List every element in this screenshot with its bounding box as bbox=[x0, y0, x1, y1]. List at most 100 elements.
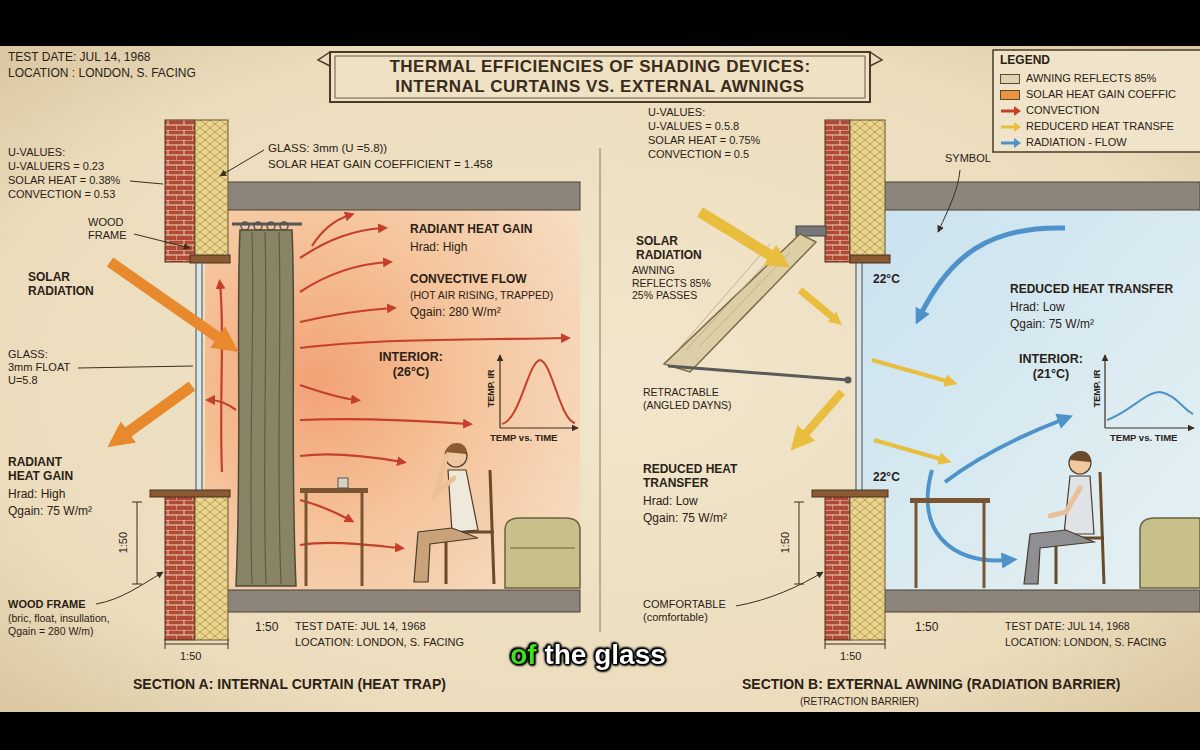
q-gain-value: Qgain: 75 W/m² bbox=[8, 504, 92, 518]
armchair bbox=[505, 518, 580, 588]
chair bbox=[1050, 472, 1104, 584]
legend-text: REDUCERD HEAT TRANSFE bbox=[1026, 120, 1174, 133]
test-date: TEST DATE: JUL 14, 1968 bbox=[1005, 620, 1130, 633]
letterbox-bar bbox=[0, 0, 1200, 46]
person-legs bbox=[1024, 530, 1094, 584]
axis-label: TEMP. IR bbox=[1092, 369, 1103, 407]
window-head bbox=[850, 255, 890, 263]
convection-arrow bbox=[220, 284, 222, 472]
legend-arrow-head bbox=[1014, 138, 1021, 148]
transfer-arrow bbox=[874, 440, 944, 460]
temperature-curve bbox=[1107, 392, 1193, 420]
letterbox-bar bbox=[0, 712, 1200, 750]
floor-slab bbox=[205, 590, 580, 612]
legend-arrow-head bbox=[1014, 106, 1021, 116]
legend-row: REDUCERD HEAT TRANSFE bbox=[1000, 120, 1196, 134]
part-note: (bric, float, insullation, Qgain = 280 W… bbox=[8, 612, 126, 637]
person-arm bbox=[1050, 488, 1080, 516]
legend-heading: LEGEND bbox=[1000, 53, 1050, 67]
u-values-heading: U-VALUES: bbox=[8, 146, 65, 159]
glass-pane bbox=[196, 263, 202, 490]
heat-transfer-label: REDUCED HEAT TRANSFER bbox=[643, 462, 753, 491]
title-banner-inner bbox=[335, 56, 865, 98]
table-leg bbox=[916, 503, 984, 588]
insulation bbox=[195, 495, 228, 640]
part-label: WOOD FRAME bbox=[88, 216, 136, 242]
radiation-label: SOLAR RADIATION bbox=[636, 234, 722, 263]
shgc-value: SOLAR HEAT GAIN COEFFICIENT = 1.458 bbox=[268, 158, 493, 172]
subtitle-caption: of the glass bbox=[506, 638, 670, 672]
ceiling-slab bbox=[862, 182, 1200, 210]
table-top bbox=[300, 488, 368, 493]
legend-text: RADIATION - FLOW bbox=[1026, 136, 1127, 149]
scale-label: 1:50 bbox=[915, 620, 938, 634]
legend-swatch bbox=[1000, 90, 1020, 100]
radiant-arrow bbox=[120, 386, 192, 438]
u-value: U-VALUES = 0.5.8 bbox=[648, 120, 739, 133]
symbol-label: SYMBOL bbox=[945, 152, 991, 165]
part-label: RETRACTABLE (ANGLED DAYNS) bbox=[643, 386, 743, 411]
leader-line bbox=[130, 181, 163, 184]
table-top bbox=[910, 498, 990, 503]
convection-arrow bbox=[312, 215, 350, 246]
ceiling-slab bbox=[205, 182, 580, 210]
q-gain-value: Qgain: 280 W/m² bbox=[410, 305, 501, 319]
armchair-cushion bbox=[510, 548, 575, 549]
person-head bbox=[1069, 452, 1091, 474]
convection-arrow bbox=[300, 338, 566, 348]
person-hair bbox=[1070, 451, 1091, 462]
legend-arrow bbox=[1000, 105, 1022, 117]
radiation-label: SOLAR RADIATION bbox=[28, 270, 114, 299]
convection-arrow bbox=[300, 454, 402, 462]
window-sill bbox=[150, 490, 230, 497]
flow-note: (HOT AIR RISING, TRAPPED) bbox=[410, 289, 553, 302]
title-banner bbox=[330, 52, 870, 102]
u-value: U-VALUERS = 0.23 bbox=[8, 160, 104, 173]
section-title: SECTION A: INTERNAL CURTAIN (HEAT TRAP) bbox=[133, 676, 446, 693]
scale-label: 1:50 bbox=[255, 620, 278, 634]
heat-gain-label: RADIANT HEAT GAIN bbox=[8, 455, 88, 484]
location-note: LOCATION : LONDON, S. FACING bbox=[8, 66, 196, 80]
scale-label: 1:50 bbox=[117, 531, 130, 552]
h-rad-value: Hrad: High bbox=[8, 487, 65, 501]
legend-arrow bbox=[1000, 137, 1022, 149]
solar-arrow bbox=[110, 262, 226, 343]
solar-arrow bbox=[800, 290, 836, 320]
solar-arrow bbox=[700, 212, 778, 260]
section-title: SECTION B: EXTERNAL AWNING (RADIATION BA… bbox=[742, 676, 1121, 693]
q-gain-value: Qgain: 75 W/m² bbox=[1010, 317, 1094, 331]
legend-box bbox=[993, 50, 1200, 152]
curtain-ring bbox=[254, 222, 262, 230]
heat-transfer-label: REDUCED HEAT TRANSFER bbox=[1010, 282, 1173, 296]
legend-text: SOLAR HEAT GAIN COEFFIC bbox=[1026, 88, 1176, 101]
brick-wall bbox=[825, 495, 850, 640]
curtain-ring bbox=[267, 222, 275, 230]
axis-label: TEMP vs. TIME bbox=[490, 432, 557, 443]
q-gain-value: Qgain: 75 W/m² bbox=[643, 511, 727, 525]
convection-value: CONVECTION = 0.53 bbox=[8, 188, 115, 201]
dimension-line bbox=[165, 639, 228, 649]
legend-row: RADIATION - FLOW bbox=[1000, 136, 1196, 150]
axis-label: TEMP. IR bbox=[486, 369, 497, 407]
person-arm bbox=[436, 456, 454, 494]
leader-line bbox=[736, 572, 823, 606]
solar-heat-value: SOLAR HEAT = 0.38% bbox=[8, 174, 120, 187]
scale-label: 1:50 bbox=[779, 531, 792, 552]
window-head bbox=[190, 255, 230, 263]
temperature-curve bbox=[502, 360, 575, 424]
legend-row: CONVECTION bbox=[1000, 104, 1196, 118]
location-note: LOCATION: LONDON, S. FACING bbox=[1005, 636, 1166, 649]
convection-arrow bbox=[300, 308, 392, 322]
convection-arrow bbox=[300, 262, 388, 292]
legend-row: AWNING REFLECTS 85% bbox=[1000, 72, 1196, 86]
test-date: TEST DATE: JUL 14, 1968 bbox=[8, 50, 151, 64]
temp-label: 22°C bbox=[873, 470, 900, 484]
insulation bbox=[850, 495, 885, 640]
diagram-title: THERMAL EFFICIENCIES OF SHADING DEVICES:… bbox=[345, 57, 855, 98]
glass-spec: GLASS: 3mm (U =5.8)) bbox=[268, 142, 387, 156]
location-note: LOCATION: LONDON, S. FACING bbox=[295, 636, 464, 649]
brick-wall bbox=[165, 495, 195, 640]
chart-axis bbox=[1105, 427, 1194, 428]
curtain-fold bbox=[251, 232, 281, 584]
